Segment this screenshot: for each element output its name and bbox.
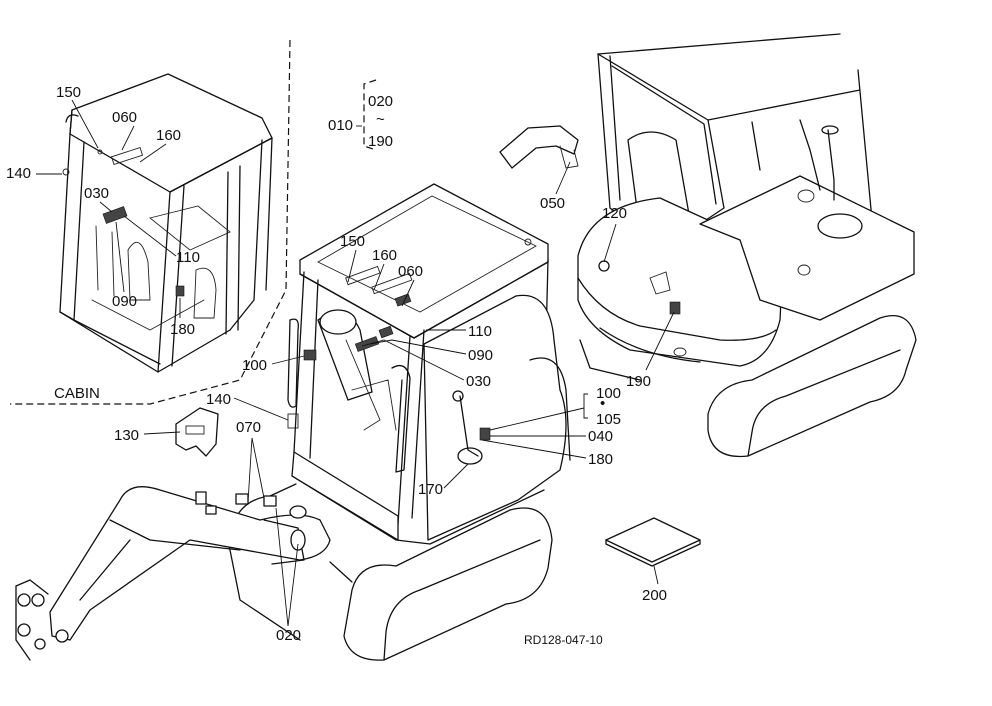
cabin-callout-140: 140	[6, 165, 31, 182]
cabin-label: CABIN	[54, 385, 100, 402]
rear-callouts: 120 190	[602, 205, 675, 390]
cabin-drawing	[10, 39, 291, 405]
canopy-callout-030: 030	[466, 373, 491, 390]
rear-callout-120: 120	[602, 205, 627, 222]
drawing-number: RD128-047-10	[524, 633, 603, 647]
canopy-callout-100-left: 100	[242, 357, 267, 374]
callout-020: 020	[368, 93, 393, 110]
cabin-callouts: 150 060 160 140 030 110 090 180 CABIN	[6, 84, 200, 402]
tilde-symbol: ~	[376, 111, 385, 128]
canopy-callout-110: 110	[468, 323, 492, 340]
bullet-dot: •	[600, 395, 605, 412]
canopy-callout-060: 060	[398, 263, 423, 280]
cabin-callout-160: 160	[156, 127, 181, 144]
rear-callout-190: 190	[626, 373, 651, 390]
canopy-callout-150: 150	[340, 233, 365, 250]
cabin-callout-110: 110	[176, 249, 200, 266]
canopy-callout-160: 160	[372, 247, 397, 264]
cabin-callout-150: 150	[56, 84, 81, 101]
canopy-callout-070: 070	[236, 419, 261, 436]
canopy-callouts: 150 160 060 110 090 030 100 140 130 070 …	[114, 233, 621, 644]
canopy-callout-020: 020	[276, 627, 301, 644]
canopy-callout-140: 140	[206, 391, 231, 408]
cabin-callout-030: 030	[84, 185, 109, 202]
rear-callout-050: 050	[540, 195, 565, 212]
callout-190: 190	[368, 133, 393, 150]
guard-050-drawing: 050	[499, 125, 579, 212]
plate-130-drawing	[175, 407, 219, 457]
manual-callout-200: 200	[642, 587, 667, 604]
canopy-callout-170: 170	[418, 481, 443, 498]
canopy-callout-105: 105	[596, 411, 621, 428]
canopy-callout-040: 040	[588, 428, 613, 445]
callout-010: 010	[328, 117, 353, 134]
cabin-callout-090: 090	[112, 293, 137, 310]
cabin-callout-060: 060	[112, 109, 137, 126]
cabin-callout-180: 180	[170, 321, 195, 338]
canopy-callout-100-right: 100	[596, 385, 621, 402]
canopy-callout-180: 180	[588, 451, 613, 468]
rear-machine-drawing	[577, 33, 917, 458]
canopy-callout-090: 090	[468, 347, 493, 364]
canopy-machine-drawing	[15, 183, 571, 661]
canopy-callout-130: 130	[114, 427, 139, 444]
group-010-bracket: 010 020 ~ 190	[328, 79, 393, 151]
manual-200-drawing: 200	[605, 517, 701, 604]
